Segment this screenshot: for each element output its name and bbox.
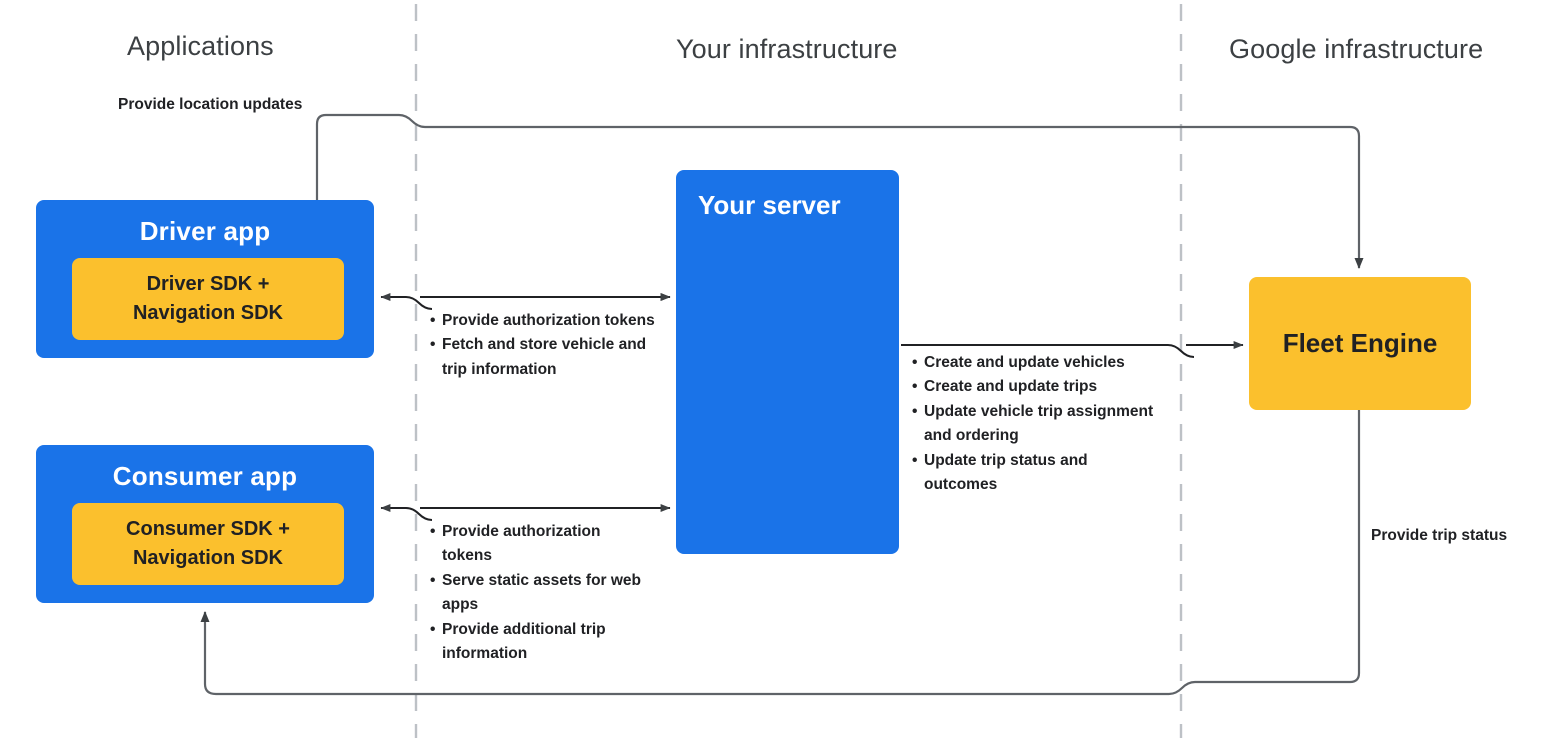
edge-bullets-driver-to-server: Provide authorization tokensFetch and st… bbox=[430, 309, 660, 382]
driver-sdk-line-2: Navigation SDK bbox=[132, 302, 284, 324]
bullet-item: Provide authorization tokens bbox=[430, 520, 645, 569]
node-consumer-app[interactable]: Consumer app Consumer SDK + Navigation S… bbox=[36, 445, 374, 603]
column-header-applications: Applications bbox=[127, 31, 274, 61]
bullet-item: Provide additional trip information bbox=[430, 618, 645, 667]
column-header-your-infrastructure: Your infrastructure bbox=[676, 34, 898, 64]
node-driver-app[interactable]: Driver app Driver SDK + Navigation SDK bbox=[36, 200, 374, 358]
bullet-item: Create and update trips bbox=[912, 375, 1162, 400]
bullet-item: Provide authorization tokens bbox=[430, 309, 660, 334]
column-header-google-infrastructure: Google infrastructure bbox=[1229, 34, 1484, 64]
driver-app-title: Driver app bbox=[139, 216, 271, 246]
driver-sdk-line-1: Driver SDK + bbox=[146, 273, 270, 295]
consumer-app-title: Consumer app bbox=[112, 461, 298, 491]
bullet-item: Update trip status and outcomes bbox=[912, 449, 1162, 498]
node-fleet-engine[interactable]: Fleet Engine bbox=[1249, 277, 1471, 410]
consumer-sdk-line-1: Consumer SDK + bbox=[126, 518, 290, 540]
node-your-server[interactable]: Your server bbox=[676, 170, 899, 554]
bullet-item: Create and update vehicles bbox=[912, 351, 1162, 376]
bullet-item: Serve static assets for web apps bbox=[430, 569, 645, 618]
edge-bullets-server-to-fleet: Create and update vehiclesCreate and upd… bbox=[912, 351, 1162, 498]
edge-bullets-consumer-to-server: Provide authorization tokensServe static… bbox=[430, 520, 645, 667]
wire-driver-server bbox=[381, 297, 670, 310]
wire-consumer-server bbox=[380, 504, 433, 521]
consumer-sdk-line-2: Navigation SDK bbox=[132, 547, 284, 569]
bullet-item: Fetch and store vehicle and trip informa… bbox=[430, 333, 660, 382]
edge-label-provide-trip-status: Provide trip status bbox=[1371, 527, 1508, 544]
fleet-engine-title: Fleet Engine bbox=[1282, 328, 1438, 358]
bullet-item: Update vehicle trip assignment and order… bbox=[912, 400, 1162, 449]
node-consumer-sdk[interactable]: Consumer SDK + Navigation SDK bbox=[72, 503, 344, 585]
your-server-title: Your server bbox=[698, 190, 841, 220]
node-driver-sdk[interactable]: Driver SDK + Navigation SDK bbox=[72, 258, 344, 340]
edge-label-provide-location-updates: Provide location updates bbox=[118, 96, 303, 113]
